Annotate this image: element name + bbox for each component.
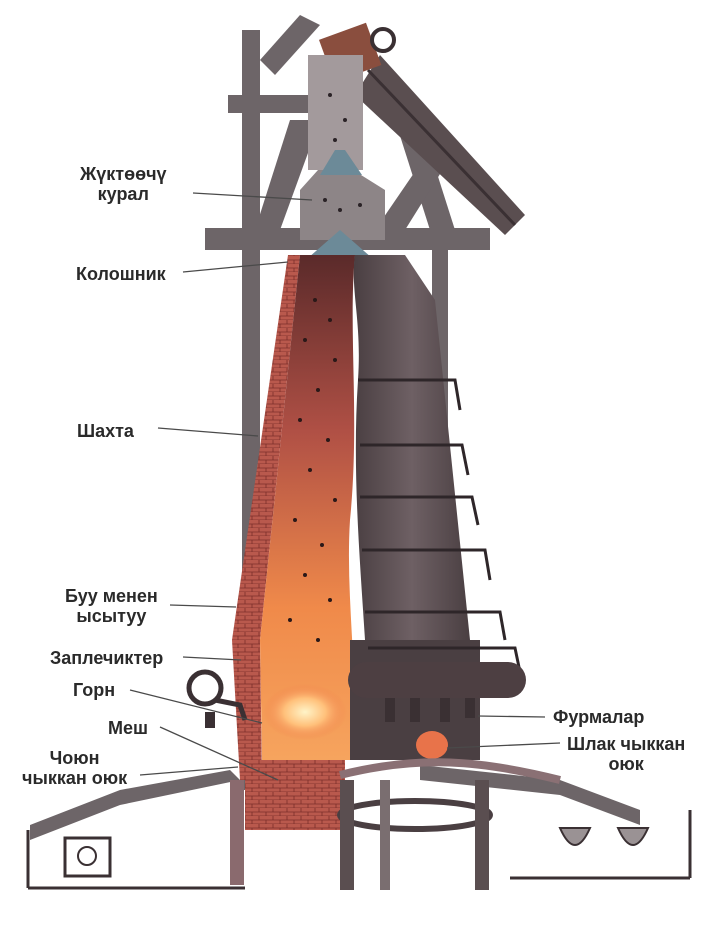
label-slag-notch-line1: Шлак чыккан	[567, 734, 686, 754]
label-iron-notch-line1: Чоюн	[49, 748, 100, 768]
rail-tracks	[26, 810, 692, 890]
label-iron-notch: Чоюн чыккан оюк	[22, 748, 127, 788]
label-steam-line1: Буу менен	[65, 586, 158, 606]
label-hearth: Горн	[73, 680, 116, 700]
leader-shaft	[157, 427, 259, 437]
leader-slag-notch	[446, 742, 561, 749]
leader-iron-notch	[139, 766, 239, 776]
leader-hearth	[129, 689, 263, 724]
leader-loader	[192, 192, 313, 201]
label-steam: Буу менен ысытуу	[65, 586, 158, 626]
label-steam-line2: ысытуу	[76, 606, 147, 626]
slag-blob	[416, 731, 448, 759]
furnace-interior	[260, 255, 355, 760]
casthouse-platform	[30, 758, 640, 890]
tuyere-nozzle-icon	[385, 698, 475, 722]
label-slag-notch-line2: оюк	[608, 754, 644, 774]
label-loader-line1: Жүктөөчү	[80, 164, 167, 184]
label-tuyeres: Фурмалар	[553, 707, 645, 727]
leader-belly	[159, 726, 279, 781]
label-shaft: Шахта	[77, 421, 134, 441]
label-bosh: Заплечиктер	[50, 648, 164, 668]
leader-tuyeres	[477, 715, 546, 718]
leader-lines	[129, 192, 561, 781]
label-loader-line2: курал	[97, 184, 149, 204]
cooling-rings	[358, 378, 522, 673]
leader-steam	[169, 604, 237, 608]
slag-ladle-icon	[63, 827, 650, 878]
label-belly: Меш	[108, 718, 149, 738]
furnace-lining	[232, 255, 345, 830]
label-loader: Жүктөөчү курал	[80, 164, 167, 204]
label-iron-notch-line2: чыккан оюк	[22, 768, 128, 788]
leader-throat	[182, 261, 289, 273]
label-slag-notch: Шлак чыккан оюк	[567, 734, 685, 774]
leader-bosh	[182, 656, 242, 661]
bustle-pipe	[348, 662, 526, 698]
label-throat: Колошник	[76, 264, 166, 284]
hot-blast-pipe	[186, 669, 248, 728]
